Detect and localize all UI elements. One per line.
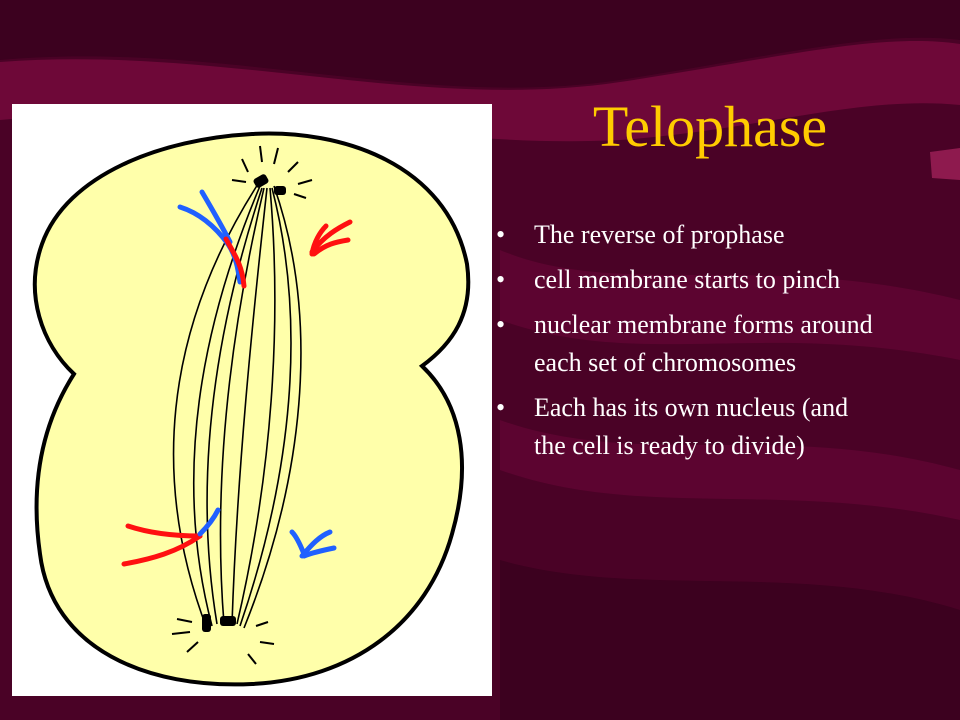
spindle-fibers <box>172 183 302 630</box>
bullet-item: • The reverse of prophase <box>496 216 876 254</box>
bullet-glyph: • <box>496 265 506 294</box>
slide-title: Telophase <box>592 94 828 159</box>
bullet-text: cell membrane starts to pinch <box>534 265 841 294</box>
bullet-text: Each has its own nucleus (and the cell i… <box>534 393 849 460</box>
chromosome-blue-bottom-right <box>289 529 337 559</box>
chromosome-red-bottom-left <box>121 523 203 567</box>
cell-membrane <box>32 131 471 687</box>
top-aster <box>231 145 313 199</box>
chromosome-red-top-left <box>223 236 247 289</box>
bullet-glyph: • <box>496 393 506 422</box>
bullet-glyph: • <box>496 220 506 249</box>
bottom-centrioles <box>202 614 236 632</box>
bullet-text: The reverse of prophase <box>534 220 785 249</box>
telophase-cell-diagram <box>32 131 471 687</box>
chromosome-red-top-right <box>309 219 353 257</box>
chromosome-blue-bottom-left <box>197 507 221 537</box>
bullet-item: • nuclear membrane forms around each set … <box>496 306 876 382</box>
bullet-item: • Each has its own nucleus (and the cell … <box>496 389 876 465</box>
bullet-glyph: • <box>496 310 506 339</box>
bullet-item: • cell membrane starts to pinch <box>496 261 876 299</box>
bullet-list: • The reverse of prophase • cell membrane … <box>496 216 876 472</box>
bullet-text: nuclear membrane forms around each set o… <box>534 310 873 377</box>
bottom-aster <box>171 618 275 665</box>
cell-illustration-panel <box>12 104 492 696</box>
top-centrioles <box>253 174 286 195</box>
